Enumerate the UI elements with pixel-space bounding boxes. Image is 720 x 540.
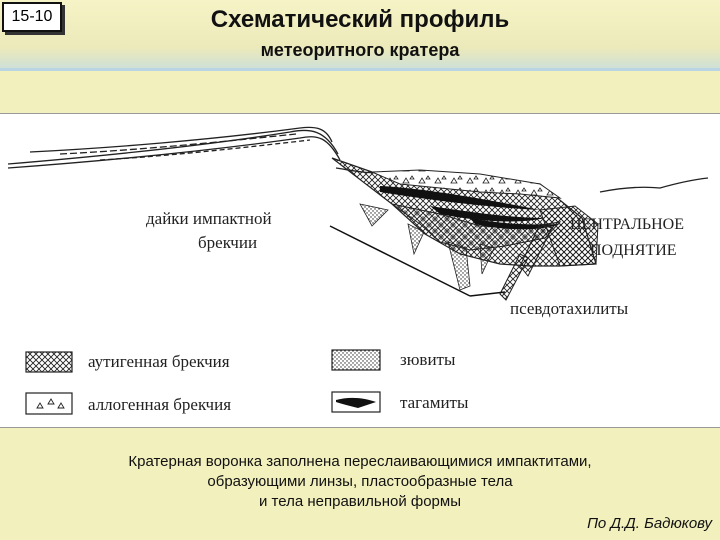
legend: аутигенная брекчия аллогенная брекчия зю…	[25, 349, 469, 415]
crater-diagram: дайки импактной брекчии ЦЕНТРАЛЬНОЕ ПОДН…	[0, 113, 720, 428]
label-pseudotachylites: псевдотахилиты	[510, 299, 629, 318]
legend-swatch-suevite	[331, 349, 381, 371]
legend-swatch-autigenous	[25, 351, 73, 373]
caption-line-2: образующими линзы, пластообразные тела	[207, 473, 513, 490]
slide-number: 15-10	[2, 2, 62, 32]
breccia-dikes	[359, 203, 495, 291]
label-impact-breccia-dikes: дайки импактной	[146, 209, 272, 228]
legend-label-autigenous: аутигенная брекчия	[88, 352, 230, 371]
label-central-uplift: ЦЕНТРАЛЬНОЕ	[570, 216, 684, 233]
tagamite-lens-2	[430, 206, 545, 222]
pointer-lines	[329, 225, 506, 297]
header: 15-10 Схематический профиль метеоритного…	[0, 0, 720, 71]
page-title: Схематический профиль	[210, 6, 510, 33]
pseudotachylite-veins	[499, 223, 553, 301]
legend-swatch-allogenic	[25, 392, 73, 415]
label-impact-breccia-dikes-2: брекчии	[198, 233, 257, 252]
tagamite-lens-1	[380, 186, 540, 210]
caption: Кратерная воронка заполнена переслаивающ…	[40, 452, 680, 512]
crater-profile-svg: дайки импактной брекчии ЦЕНТРАЛЬНОЕ ПОДН…	[7, 126, 709, 415]
label-central-uplift-2: ПОДНЯТИЕ	[590, 242, 677, 259]
tagamite-lens-3	[470, 218, 560, 230]
surface-strata	[7, 126, 709, 193]
caption-line-1: Кратерная воронка заполнена переслаивающ…	[128, 453, 592, 470]
author-credit: По Д.Д. Бадюкову	[587, 515, 712, 532]
page-subtitle: метеоритного кратера	[260, 40, 460, 60]
caption-line-3: и тела неправильной формы	[259, 493, 461, 510]
legend-label-suevite: зювиты	[400, 350, 456, 369]
legend-label-allogenic: аллогенная брекчия	[88, 395, 231, 414]
legend-label-tagamite: тагамиты	[400, 393, 469, 412]
central-uplift-area	[539, 205, 599, 267]
